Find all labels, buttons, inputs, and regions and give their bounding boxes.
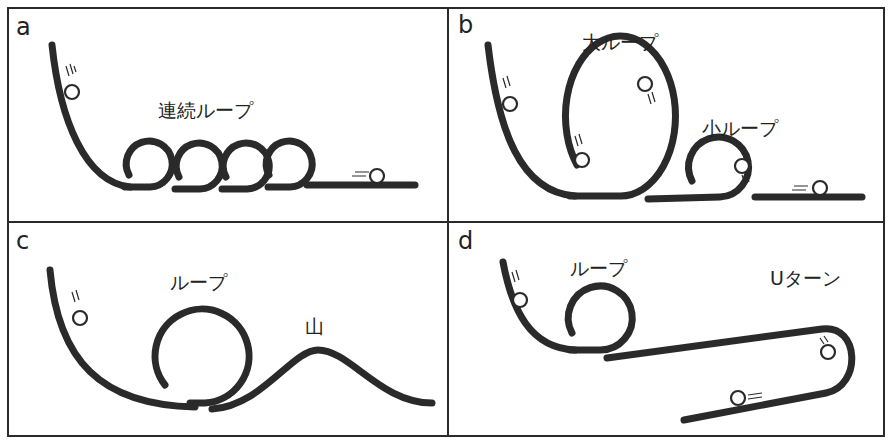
ball <box>638 77 652 91</box>
slope-track <box>503 262 575 350</box>
panel-frame <box>8 8 884 436</box>
outer-border <box>8 8 884 436</box>
flat-track <box>755 194 862 201</box>
ball <box>65 77 835 405</box>
motion-mark <box>66 64 76 76</box>
ball <box>73 311 87 325</box>
panel-letter: b <box>458 12 473 38</box>
panel-divider <box>8 221 884 223</box>
loop-track <box>175 143 222 189</box>
motion-mark <box>742 174 749 183</box>
slope-track <box>488 45 575 196</box>
motion-mark <box>820 336 828 344</box>
ball <box>513 293 527 307</box>
ball <box>813 181 827 195</box>
panel-letter: a <box>16 14 31 40</box>
track <box>50 36 862 420</box>
ball <box>65 85 79 99</box>
motion-mark <box>748 393 762 399</box>
ball <box>735 159 749 173</box>
motion-mark <box>792 186 808 190</box>
ball <box>731 391 745 405</box>
motion-mark <box>72 290 79 302</box>
ball <box>503 97 517 111</box>
slope-track <box>52 45 130 187</box>
big-loop-track <box>565 36 675 196</box>
part-name: 小ループ <box>702 118 778 139</box>
panel-letter: c <box>16 228 29 254</box>
small-loop-track <box>648 137 749 199</box>
hill-track <box>212 350 432 409</box>
motion-mark <box>575 134 582 146</box>
motion-mark <box>503 76 510 88</box>
loop-track <box>155 309 249 403</box>
loop-track <box>568 286 632 350</box>
ball <box>370 169 384 183</box>
u-turn-track <box>607 329 852 420</box>
loop-track <box>266 141 312 187</box>
motion-mark <box>352 172 369 176</box>
motion-marks <box>66 64 828 399</box>
motion-mark <box>648 92 655 104</box>
part-name: ループ <box>570 258 627 279</box>
part-name: 連続ループ <box>158 100 253 121</box>
ball <box>821 345 835 359</box>
part-name: ループ <box>170 272 227 293</box>
flat-track <box>307 182 415 189</box>
motion-mark <box>512 270 519 282</box>
loop-track <box>125 141 172 187</box>
part-name: 大ループ <box>582 32 658 53</box>
part-name: Uターン <box>770 268 841 289</box>
panel-letter: d <box>458 228 473 254</box>
part-name: 山 <box>305 316 324 337</box>
ball <box>575 153 589 167</box>
loop-track <box>222 143 269 189</box>
